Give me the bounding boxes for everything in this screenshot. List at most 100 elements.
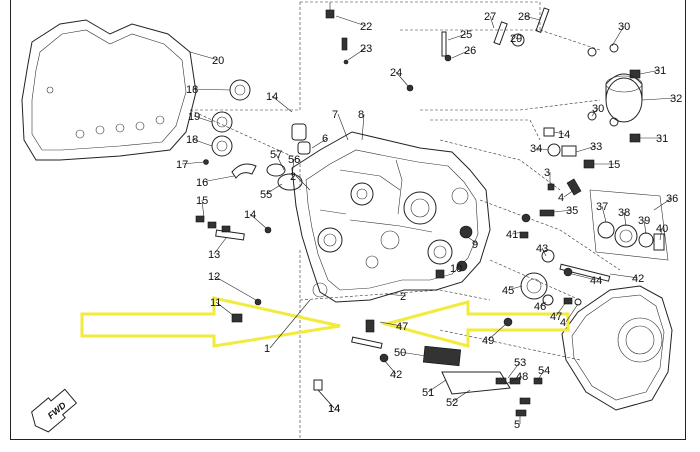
part-label-l3: 3 — [544, 167, 550, 179]
leader-l44 — [571, 273, 597, 281]
leader-l9 — [465, 235, 479, 245]
leader-l2a — [295, 175, 311, 191]
leader-l10 — [455, 265, 463, 269]
part-label-l9: 9 — [472, 239, 478, 251]
part-label-l35: 35 — [566, 205, 578, 217]
part-label-l30b: 30 — [592, 103, 604, 115]
leader-l39 — [643, 219, 647, 235]
part-label-l26: 26 — [464, 45, 476, 57]
part-label-l32: 32 — [670, 93, 682, 105]
part-label-l45: 45 — [502, 285, 514, 297]
leader-l27 — [489, 15, 495, 29]
part-label-l52: 52 — [446, 397, 458, 409]
part-label-l25: 25 — [460, 29, 472, 41]
leader-l47b — [379, 321, 403, 327]
part-label-l42a: 42 — [632, 273, 644, 285]
leader-l33 — [575, 145, 597, 153]
part-label-l33: 33 — [590, 141, 602, 153]
leader-l4a — [563, 189, 575, 198]
leader-l42a — [609, 273, 639, 279]
part-label-l6: 6 — [322, 133, 328, 145]
leader-l46 — [539, 301, 547, 307]
part-label-l54: 54 — [538, 365, 550, 377]
leader-l14e — [317, 389, 335, 409]
leader-l32 — [641, 97, 677, 101]
part-label-l24: 24 — [390, 67, 402, 79]
leader-l4b — [565, 303, 579, 323]
leader-l11 — [215, 301, 235, 317]
part-label-l34: 34 — [530, 143, 542, 155]
crankcase-half — [291, 131, 491, 303]
part-label-l12: 12 — [208, 271, 220, 283]
part-label-l48: 48 — [516, 371, 528, 383]
leader-l14d — [553, 131, 565, 135]
leader-l37 — [601, 205, 607, 223]
part-label-l27: 27 — [484, 11, 496, 23]
leader-l41 — [511, 231, 523, 235]
part-label-l47a: 47 — [550, 311, 562, 323]
part-label-l5: 5 — [514, 419, 520, 431]
part-label-l2b: 2 — [400, 291, 406, 303]
part-label-l14c: 14 — [328, 403, 340, 415]
part-label-l4a: 4 — [558, 192, 564, 204]
leader-l36 — [653, 197, 673, 211]
leader-l43 — [541, 247, 547, 257]
part-label-l16: 16 — [196, 177, 208, 189]
part-label-l38: 38 — [618, 207, 630, 219]
leader-l14b — [249, 213, 267, 229]
leader-l30b — [591, 107, 599, 117]
leader-l25 — [447, 33, 467, 41]
part-label-l49: 49 — [482, 335, 494, 347]
leader-l45 — [507, 285, 523, 291]
part-label-l36: 36 — [666, 193, 678, 205]
leader-l19 — [193, 115, 213, 123]
leader-l13 — [213, 237, 227, 255]
part-label-l20: 20 — [212, 55, 224, 67]
leader-l16 — [201, 175, 235, 183]
part-label-l37: 37 — [596, 201, 608, 213]
part-label-l14d: 14 — [558, 129, 570, 141]
part-label-l17a: 17 — [176, 159, 188, 171]
leader-l1 — [269, 299, 311, 349]
part-label-l11: 11 — [210, 297, 221, 309]
leader-l28 — [523, 15, 541, 21]
part-label-l8: 8 — [358, 109, 364, 121]
oil-strainer — [422, 345, 462, 367]
leader-l17a — [181, 161, 205, 165]
leader-l14a — [271, 95, 293, 113]
leader-l55 — [265, 183, 283, 195]
leader-l50 — [399, 351, 427, 357]
part-label-l1: 1 — [264, 343, 270, 355]
diagram-frame — [10, 0, 686, 440]
leader-l40 — [659, 227, 663, 241]
part-label-l47b: 47 — [396, 321, 408, 333]
part-label-l4b: 4 — [560, 317, 566, 329]
leader-l7 — [337, 113, 349, 141]
bracket — [441, 371, 543, 417]
leader-l42b — [383, 359, 397, 375]
highlight-arrow-left — [80, 296, 341, 348]
part-label-l41: 41 — [506, 229, 518, 241]
leader-l18b — [191, 138, 213, 147]
part-label-l53: 53 — [514, 357, 526, 369]
leader-l48 — [505, 375, 523, 385]
crankcase-gasket-right — [561, 285, 673, 411]
oil-filter — [605, 73, 643, 123]
part-label-l7: 7 — [332, 109, 338, 121]
part-label-l46: 46 — [534, 301, 546, 313]
leader-l8 — [361, 113, 365, 141]
leader-l29 — [515, 37, 519, 41]
part-label-l14a: 14 — [266, 91, 278, 103]
leader-l22 — [335, 15, 367, 27]
leader-l26 — [451, 49, 471, 59]
part-label-l2a: 2 — [290, 171, 296, 183]
part-label-l44: 44 — [590, 275, 602, 287]
part-label-l19: 19 — [188, 111, 200, 123]
leader-l47a — [555, 301, 567, 317]
exploded-view-guides — [189, 1, 621, 440]
part-label-l23: 23 — [360, 43, 372, 55]
part-label-l13: 13 — [208, 249, 220, 261]
part-label-l14b: 14 — [244, 209, 256, 221]
part-label-l39: 39 — [638, 215, 650, 227]
